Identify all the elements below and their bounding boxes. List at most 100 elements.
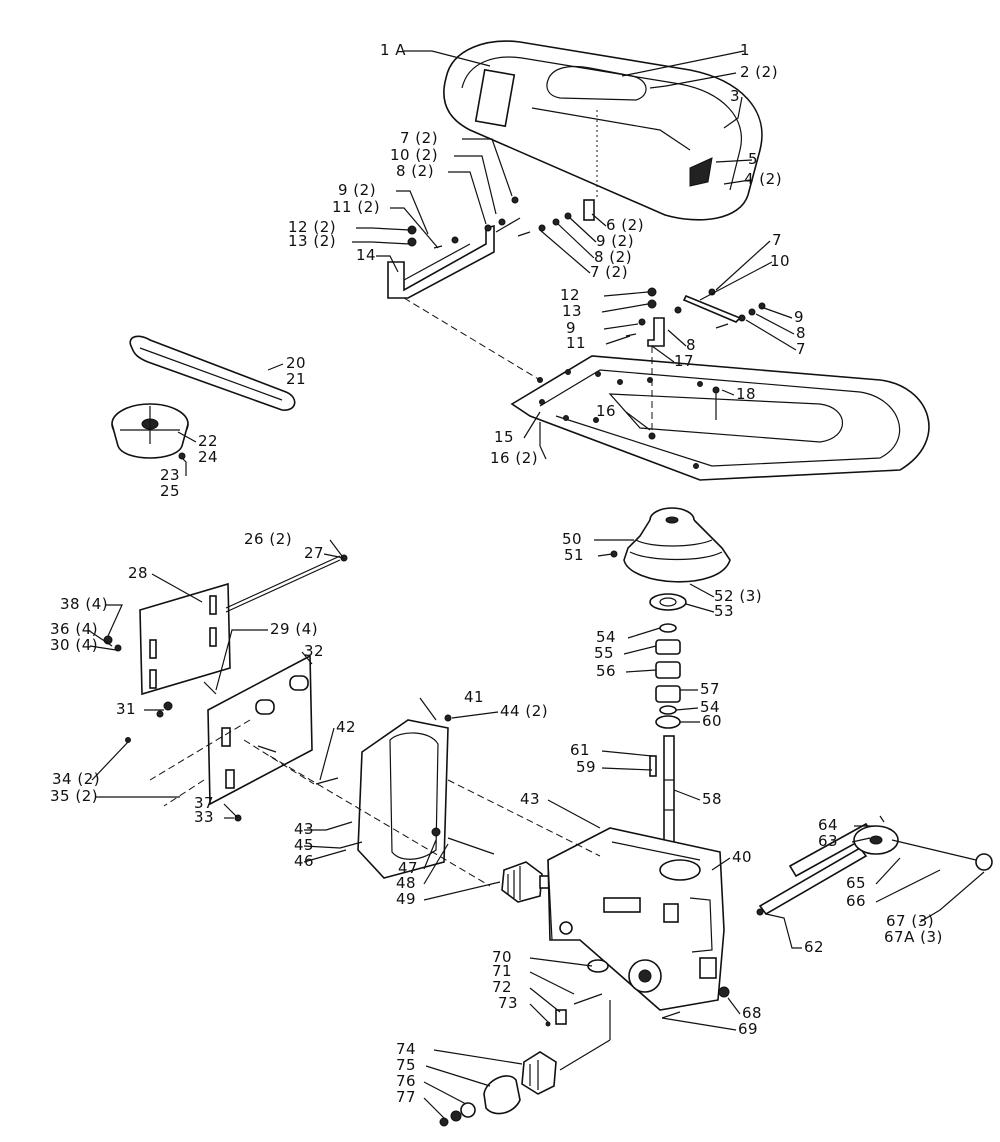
callout-label: 17 [674,352,694,370]
callout-label: 16 [596,402,616,420]
callout-label: 74 [396,1040,416,1058]
motor-pulley [111,403,189,460]
callout-label: 57 [700,680,720,698]
callout-label: 2 (2) [740,63,778,81]
callout-label: 54 [596,628,616,646]
callout-label: 11 (2) [332,198,380,216]
callout-label: 68 [742,1004,762,1022]
callout-label: 5 [748,150,758,168]
spindle-pulley [610,507,731,583]
callout-label: 73 [498,994,518,1012]
callout-label: 1 A [380,41,406,59]
callout-label: 42 [336,718,356,736]
callout-label: 10 [770,252,790,270]
callout-label: 10 (2) [390,146,438,164]
feed-knob-assembly [439,959,730,1127]
callout-label: 70 [492,948,512,966]
callout-label: 12 [560,286,580,304]
callout-label: 67A (3) [884,928,943,946]
callout-label: 53 [714,602,734,620]
callout-label: 30 (4) [50,636,98,654]
callout-label: 24 [198,448,218,466]
callout-label: 29 (4) [270,620,318,638]
callout-label: 14 [356,246,376,264]
callout-label: 8 [796,324,806,342]
callout-label: 18 [736,385,756,403]
callout-label: 7 [772,231,782,249]
callout-label: 46 [294,852,314,870]
callout-label: 66 [846,892,866,910]
spindle-bearing-stack [649,593,687,857]
callout-label: 50 [562,530,582,548]
callout-label: 72 [492,978,512,996]
callout-label: 75 [396,1056,416,1074]
callout-label: 7 (2) [590,263,628,281]
callout-label: 76 [396,1072,416,1090]
quill-bracket [315,714,495,879]
callout-label: 51 [564,546,584,564]
callout-label: 63 [818,832,838,850]
callout-label: 60 [702,712,722,730]
callout-label: 16 (2) [490,449,538,467]
callout-label: 44 (2) [500,702,548,720]
callout-label: 31 [116,700,136,718]
callout-label: 41 [464,688,484,706]
callout-label: 8 (2) [594,248,632,266]
callout-label: 67 (3) [886,912,934,930]
callout-label: 54 [700,698,720,716]
callout-label: 62 [804,938,824,956]
callout-label: 1 [740,41,750,59]
callout-label: 59 [576,758,596,776]
feed-pinion [501,861,555,903]
callout-label: 40 [732,848,752,866]
callout-label: 9 (2) [338,181,376,199]
belt-guard-cover [443,40,763,221]
callout-label: 25 [160,482,180,500]
callout-label: 52 (3) [714,587,762,605]
callout-label: 7 [796,340,806,358]
callout-label: 43 [294,820,314,838]
callout-label: 28 [128,564,148,582]
callout-label: 43 [520,790,540,808]
callout-label: 69 [738,1020,758,1038]
callout-label: 58 [702,790,722,808]
motor-mount-plates [103,554,348,822]
callout-label: 23 [160,466,180,484]
callout-label: 26 (2) [244,530,292,548]
callout-label: 61 [570,741,590,759]
callout-label: 65 [846,874,866,892]
callout-label: 3 [730,87,740,105]
assembly-guide-lines [149,110,653,887]
callout-label: 12 (2) [288,218,336,236]
head-casting [547,827,725,1011]
callout-label: 71 [492,962,512,980]
callout-label: 55 [594,644,614,662]
motor-bracket-14 [387,224,495,299]
belt-guard-base [510,355,930,481]
callout-label: 27 [304,544,324,562]
callout-label: 11 [566,334,586,352]
callout-label: 4 (2) [744,170,782,188]
callout-label: 37 [194,794,214,812]
callout-label: 21 [286,370,306,388]
callout-label: 9 (2) [596,232,634,250]
callout-label: 77 [396,1088,416,1106]
callout-label: 45 [294,836,314,854]
bracket-hardware-upper [407,196,595,249]
callout-label: 36 (4) [50,620,98,638]
feed-shaft-and-hub [756,815,993,916]
callout-label: 13 [562,302,582,320]
callout-label: 49 [396,890,416,908]
callout-label: 8 [686,336,696,354]
callout-label: 56 [596,662,616,680]
callout-label: 33 [194,808,214,826]
callout-label: 6 (2) [606,216,644,234]
callout-label: 34 (2) [52,770,100,788]
bracket-17 [625,287,766,347]
callout-label: 38 (4) [60,595,108,613]
callout-label: 22 [198,432,218,450]
callout-label: 64 [818,816,838,834]
callout-label: 9 [794,308,804,326]
